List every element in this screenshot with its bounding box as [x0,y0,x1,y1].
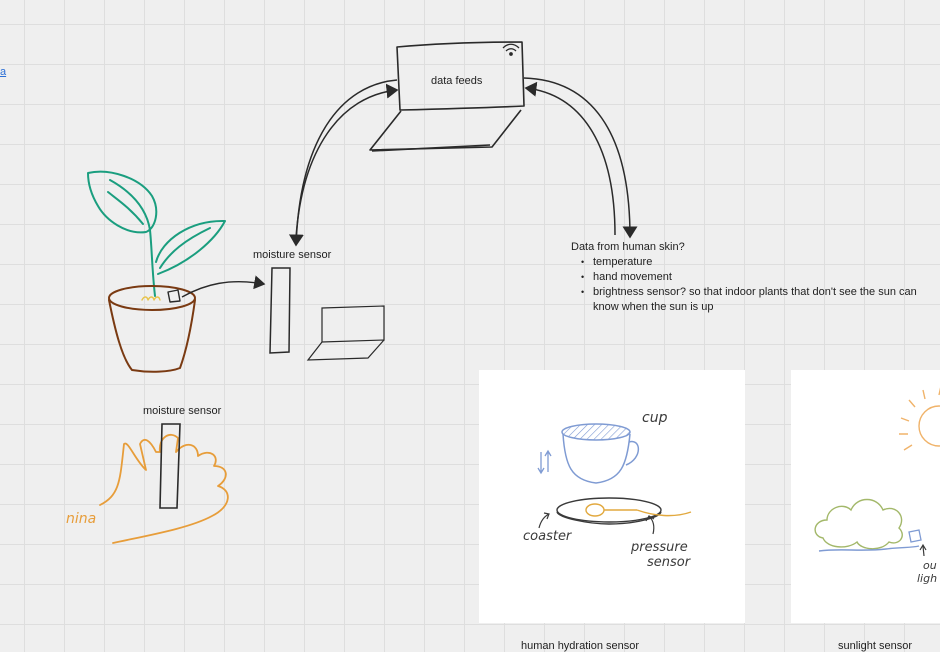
pressure-sensor-drawing [585,503,692,517]
coaster-drawing [556,497,662,525]
sensor-label: sensor [647,555,691,570]
sun-icon [899,387,940,451]
sensor-arrow-icon [919,543,927,557]
data-feeds-label: data feeds [431,75,483,87]
laptop-drawing [369,41,525,152]
wifi-icon [502,43,520,56]
sunlight-caption: sunlight sensor [838,640,912,652]
moisture-sensor-label-hand: moisture sensor [143,405,222,417]
board-link[interactable]: a [0,66,7,78]
cup-icon [561,423,640,484]
human-skin-title: Data from human skin? [571,241,685,253]
hand-drawing [99,433,229,544]
list-item: brightness sensor? so that indoor plants… [571,285,917,300]
arrow-laptop-to-skin [523,77,638,239]
cup-label: cup [642,410,668,426]
horizon-line [818,545,920,552]
hydration-sketch [537,423,692,535]
arrow-plant-to-sensor [181,275,266,298]
sunlight-label-line2: ligh [917,572,938,585]
coaster-label: coaster [523,529,572,544]
sunlight-sketch [814,387,940,557]
list-item: hand movement [571,270,917,285]
moisture-sensor-label-top: moisture sensor [253,249,332,261]
pressure-label: pressure [631,540,688,555]
arrow-laptop-to-moisture [288,79,399,247]
small-laptop-drawing [306,305,385,361]
hydration-sensor-image[interactable]: cup coaster pressure sensor [479,370,745,623]
human-skin-item-continuation: know when the sun is up [593,301,714,313]
sensor-box-icon [908,529,922,543]
human-skin-list: temperature hand movement brightness sen… [571,255,917,300]
list-item: temperature [571,255,917,270]
plant-drawing [87,170,226,373]
coaster-arrow-icon [538,512,550,529]
cloud-icon [814,498,903,550]
sunlight-label-line1: ou [923,559,937,572]
pressure-arrow-icon [645,515,655,535]
hydration-caption: human hydration sensor [521,640,640,652]
hand-signature: nina [66,511,97,527]
moisture-sensor-strip [269,267,291,354]
sunlight-sensor-image[interactable]: ou ligh [791,370,940,623]
up-down-arrows-icon [537,449,552,475]
hand-sensor-strip [159,423,181,509]
